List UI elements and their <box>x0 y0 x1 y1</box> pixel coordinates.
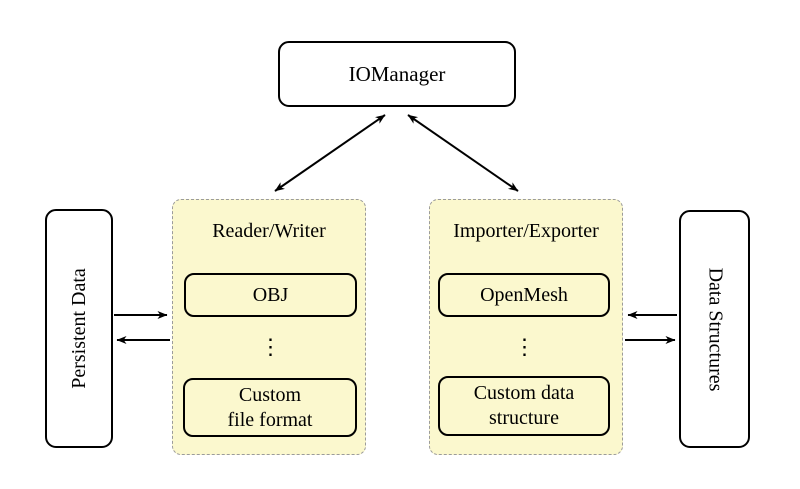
importer-exporter-ellipsis: ⋮ <box>513 334 536 359</box>
obj-label: OBJ <box>252 283 289 306</box>
iomanager-node: IOManager <box>278 41 516 107</box>
reader-writer-title: Reader/Writer <box>212 220 326 242</box>
obj-node: OBJ <box>184 273 357 317</box>
openmesh-node: OpenMesh <box>438 273 610 317</box>
data-structures-node: Data Structures <box>679 210 750 448</box>
iomanager-label: IOManager <box>348 61 446 86</box>
arrow-iomanager-importerexporter <box>407 114 519 192</box>
openmesh-label: OpenMesh <box>480 283 568 306</box>
custom-data-structure-label: Custom data structure <box>473 382 575 429</box>
importer-exporter-title: Importer/Exporter <box>453 220 599 242</box>
arrow-iomanager-readerwriter <box>274 114 386 192</box>
data-structures-label: Data Structures <box>704 267 727 391</box>
custom-file-format-node: Custom file format <box>183 378 357 437</box>
custom-file-format-label: Custom file format <box>227 383 313 431</box>
custom-data-structure-node: Custom data structure <box>438 376 610 436</box>
reader-writer-ellipsis: ⋮ <box>259 334 282 359</box>
persistent-data-label: Persistent Data <box>67 268 90 389</box>
persistent-data-node: Persistent Data <box>45 209 113 448</box>
